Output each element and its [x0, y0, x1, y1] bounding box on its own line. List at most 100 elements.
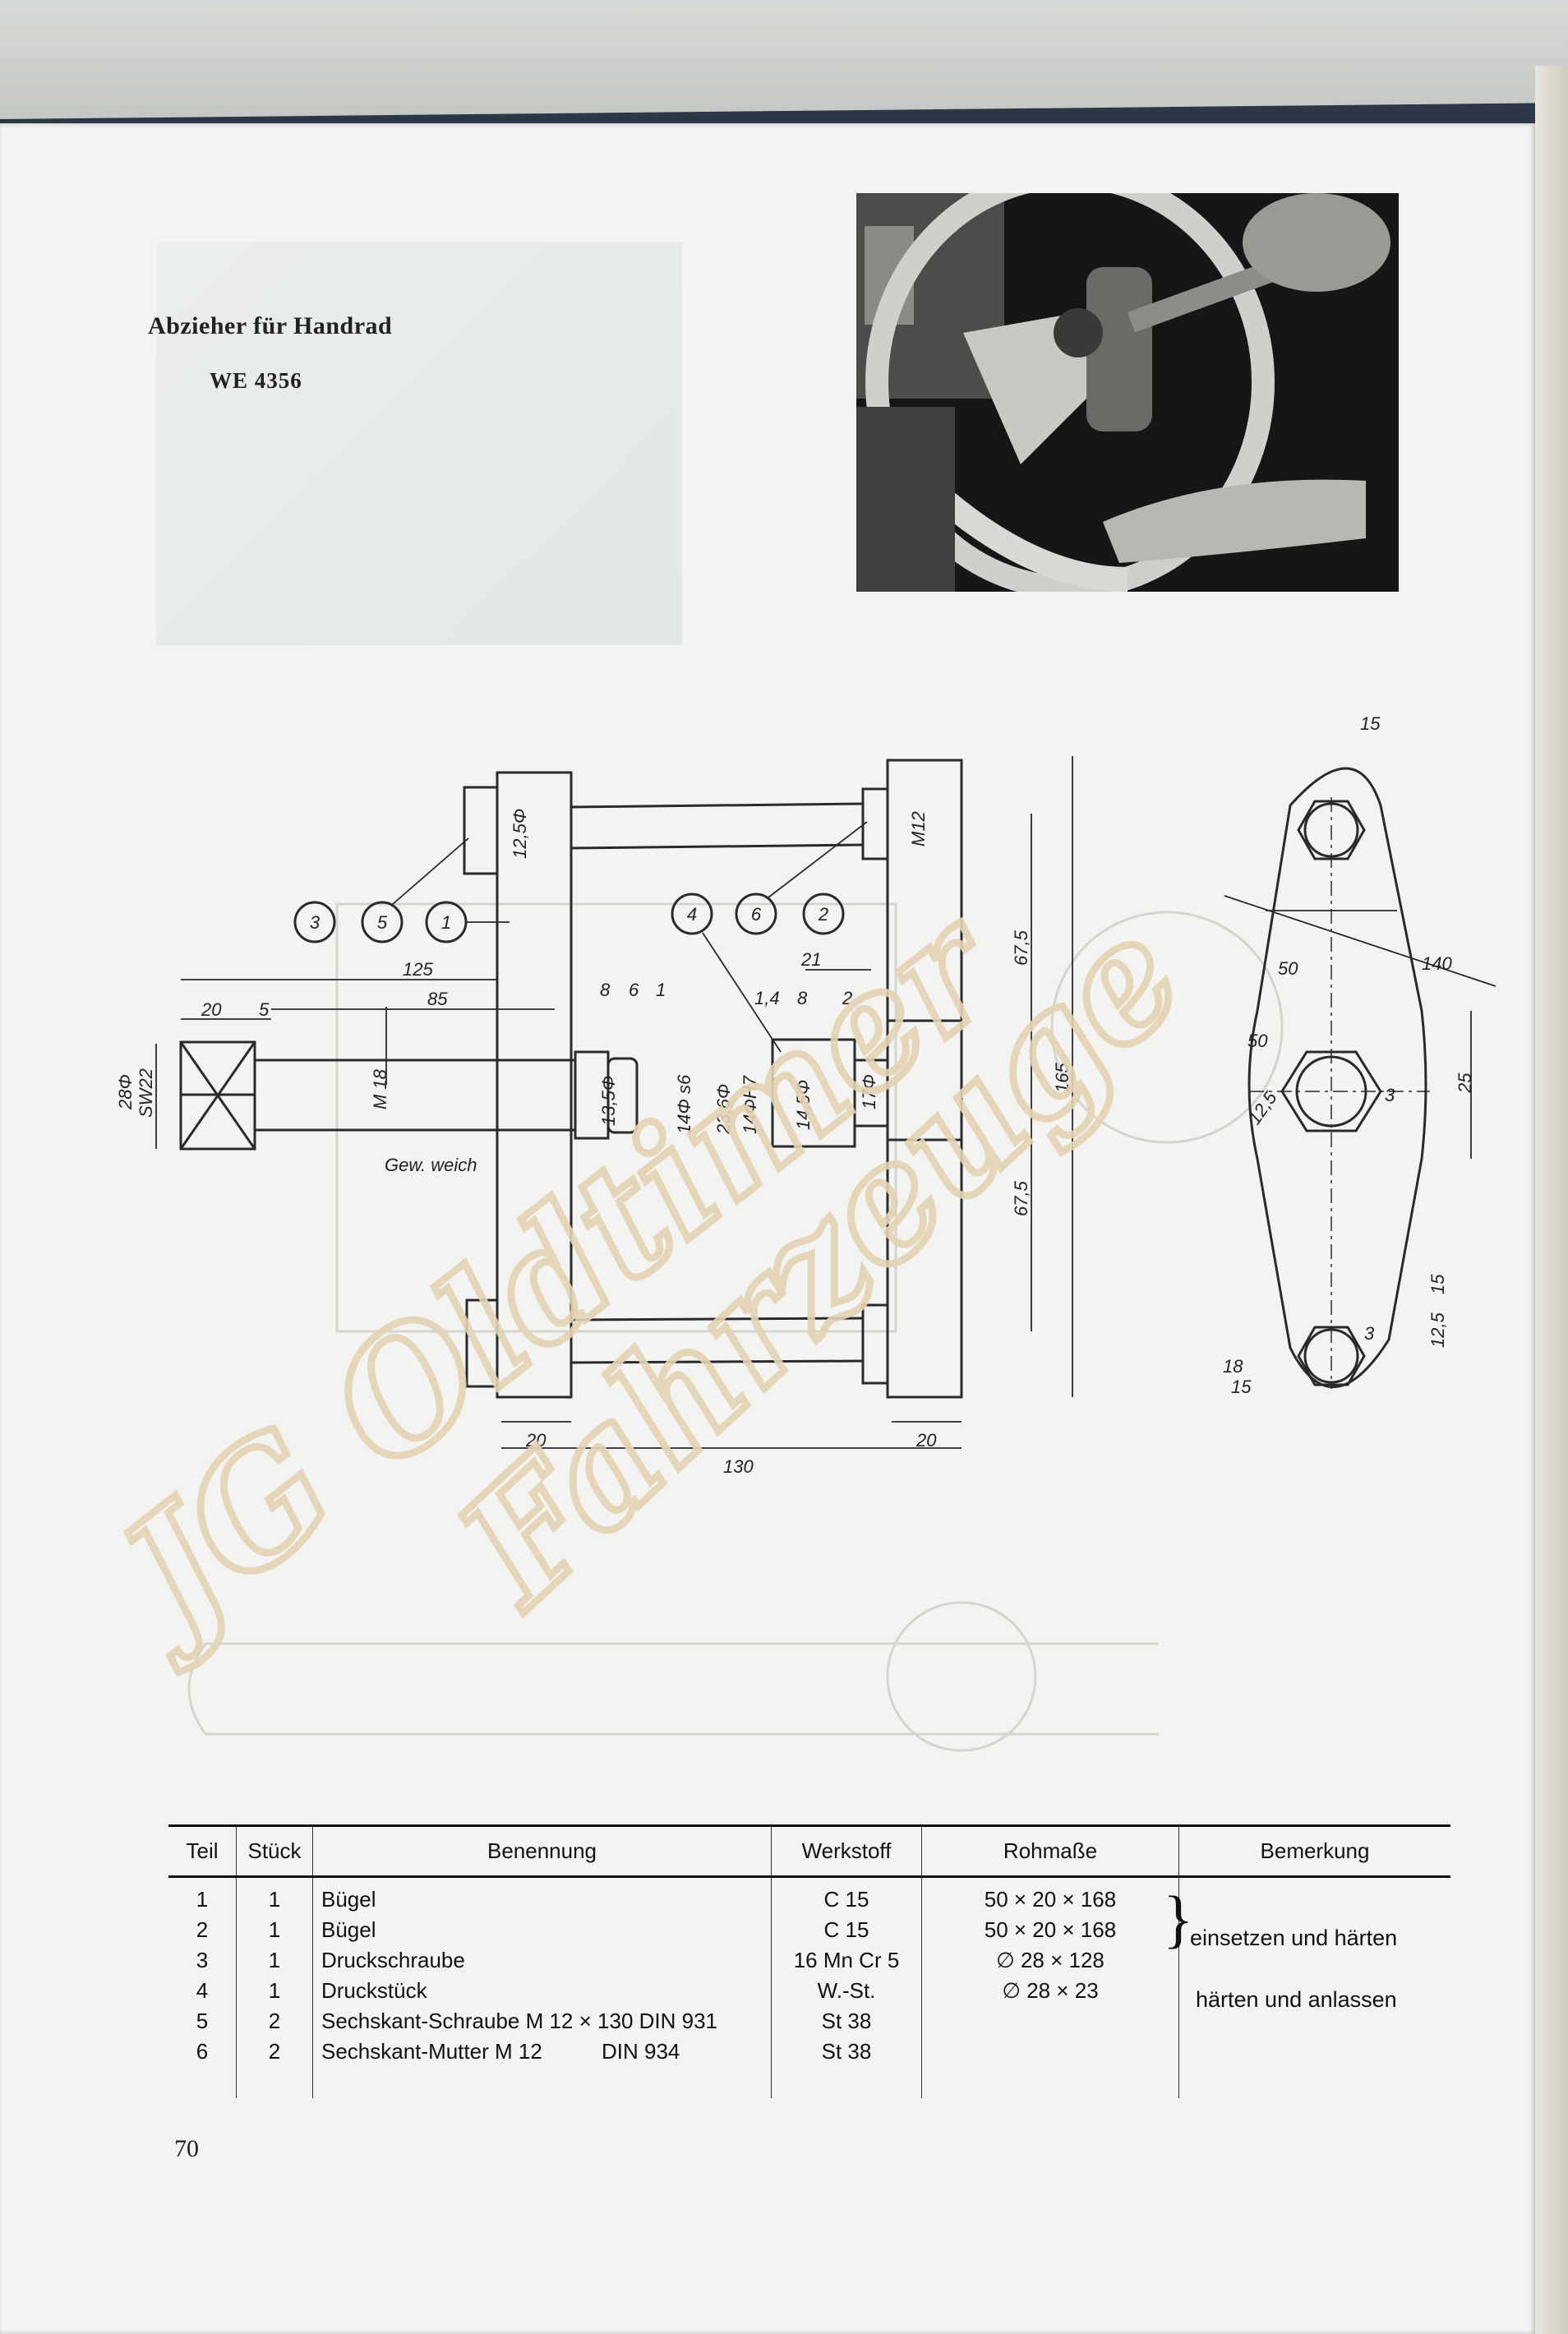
cell-werkstoff: C 15: [771, 1876, 922, 1915]
callout-6: 6: [751, 904, 762, 925]
remark-haerten-anlassen: härten und anlassen: [1196, 1987, 1397, 2012]
cell-werkstoff: 16 Mn Cr 5: [771, 1945, 922, 1976]
header-benennung: Benennung: [312, 1824, 772, 1878]
dim-m18: M 18: [370, 1068, 390, 1109]
dim-sw22: SW22: [136, 1068, 156, 1118]
callout-3: 3: [310, 912, 321, 933]
dim-r-3a: 3: [1385, 1085, 1395, 1105]
dim-14-5phi: 14,5Φ: [793, 1080, 814, 1130]
cell-bemerkung: [1178, 1876, 1450, 1915]
dim-67-5b: 67,5: [1011, 1180, 1031, 1216]
cell-bemerkung: [1178, 1945, 1450, 1976]
cell-teil: 2: [196, 1917, 209, 1942]
cell-benennung: Bügel: [312, 1915, 772, 1945]
cell-benennung: Bügel: [312, 1876, 772, 1915]
cell-teil: 4: [196, 1978, 209, 2003]
dim-8: 8: [600, 980, 611, 1000]
table-spacer-row: [168, 2067, 1450, 2098]
buegel-1: [496, 771, 573, 1399]
dim-2: 2: [842, 988, 852, 1008]
cell-werkstoff: W.-St.: [771, 1976, 922, 2006]
cell-benennung: Sechskant-Mutter M 12 DIN 934: [312, 2036, 772, 2067]
cell-stueck: 1: [236, 1976, 313, 2006]
bleed-through-image: [156, 242, 682, 645]
page-title: Abzieher für Handrad: [148, 312, 393, 339]
header-werkstoff: Werkstoff: [771, 1824, 922, 1878]
dim-165: 165: [1052, 1063, 1072, 1093]
parts-table: Teil Stück Benennung Werkstoff Rohmaße B…: [168, 1824, 1450, 2098]
header-bemerkung: Bemerkung: [1178, 1824, 1450, 1878]
dim-1-4: 1,4: [754, 988, 780, 1008]
dim-r-50a: 50: [1278, 958, 1298, 979]
dim-m12: M12: [908, 811, 929, 846]
cell-rohmasse: ∅ 28 × 23: [921, 1976, 1179, 2006]
cell-stueck: 1: [236, 1945, 313, 1976]
dim-r-18: 18: [1223, 1356, 1243, 1377]
dim-85: 85: [427, 989, 448, 1009]
dim-14phi-s6: 14Φ s6: [674, 1074, 694, 1134]
cell-rohmasse: [921, 2036, 1179, 2067]
dim-8b: 8: [797, 988, 808, 1008]
cell-rohmasse: 50 × 20 × 168: [921, 1876, 1179, 1915]
cell-bemerkung: [1178, 2006, 1450, 2036]
page-stack-edge: [1535, 66, 1568, 2334]
cell-rohmasse: 50 × 20 × 168: [921, 1915, 1179, 1945]
table-row: 1 1 Bügel C 15 50 × 20 × 168: [168, 1876, 1450, 1915]
dim-r-12-5b: 12,5: [1427, 1312, 1448, 1348]
cell-bemerkung: [1178, 1976, 1450, 2006]
cell-stueck: 2: [236, 2006, 313, 2036]
tool-code: WE 4356: [210, 368, 302, 393]
dim-20: 20: [201, 999, 222, 1020]
header-teil: Teil: [168, 1824, 237, 1878]
note-gew-weich: Gew. weich: [385, 1155, 477, 1175]
callout-1: 1: [441, 912, 451, 933]
cell-bemerkung: [1178, 2036, 1450, 2067]
dim-28phi: 28Φ: [115, 1074, 136, 1110]
dim-23-6phi: 23,6Φ: [713, 1084, 734, 1135]
cell-stueck: 1: [236, 1915, 313, 1945]
cell-teil: 1: [196, 1887, 209, 1912]
cell-teil: 3: [196, 1948, 209, 1972]
table-row: 2 1 Bügel C 15 50 × 20 × 168: [168, 1915, 1450, 1945]
cell-teil: 6: [196, 2039, 209, 2064]
cell-rohmasse: ∅ 28 × 128: [921, 1945, 1179, 1976]
dim-13-5phi: 13,5Φ: [598, 1076, 619, 1126]
cell-benennung: Sechskant-Schraube M 12 × 130 DIN 931: [312, 2006, 772, 2036]
table-row: 3 1 Druckschraube 16 Mn Cr 5 ∅ 28 × 128: [168, 1945, 1450, 1976]
cell-werkstoff: St 38: [771, 2036, 922, 2067]
dim-130: 130: [723, 1456, 754, 1477]
cell-bemerkung: [1178, 1915, 1450, 1945]
cell-stueck: 2: [236, 2036, 313, 2067]
dim-r-15c: 15: [1231, 1377, 1252, 1397]
dim-r-15b: 15: [1427, 1274, 1448, 1294]
dim-20c: 20: [915, 1430, 937, 1451]
steering-wheel-photo: [856, 193, 1399, 592]
dim-r-140: 140: [1422, 953, 1452, 974]
cell-stueck: 1: [236, 1876, 313, 1915]
dim-6: 6: [629, 980, 639, 1000]
dim-14phi-h7: 14ΦH7: [740, 1075, 760, 1134]
technical-drawing: 3 5 1 4 6 2 125 85 20 5 8 6 1 1,4 8 2 21…: [115, 713, 1497, 1752]
dim-r-15a: 15: [1360, 713, 1381, 734]
dim-125: 125: [403, 959, 433, 980]
callout-5: 5: [377, 912, 388, 933]
remark-brace: }: [1163, 1883, 1194, 1954]
dim-17phi: 17Φ: [859, 1074, 879, 1109]
cell-benennung: Druckschraube: [312, 1945, 772, 1976]
dim-67-5a: 67,5: [1011, 929, 1031, 966]
dim-r-25: 25: [1455, 1072, 1475, 1094]
page-number: 70: [174, 2135, 199, 2162]
table-row: 5 2 Sechskant-Schraube M 12 × 130 DIN 93…: [168, 2006, 1450, 2036]
cell-teil: 5: [196, 2009, 209, 2033]
dim-12-5phi: 12,5Φ: [510, 809, 530, 859]
cell-werkstoff: C 15: [771, 1915, 922, 1945]
header-stueck: Stück: [236, 1824, 313, 1878]
dim-1: 1: [656, 980, 666, 1000]
dim-r-50b: 50: [1247, 1031, 1268, 1051]
dim-20b: 20: [525, 1430, 546, 1451]
buegel-2: [886, 759, 963, 1399]
callout-2: 2: [818, 904, 828, 925]
header-rohmasse: Rohmaße: [921, 1824, 1179, 1878]
desk-background: [0, 0, 1568, 123]
dim-r-3b: 3: [1364, 1323, 1375, 1344]
